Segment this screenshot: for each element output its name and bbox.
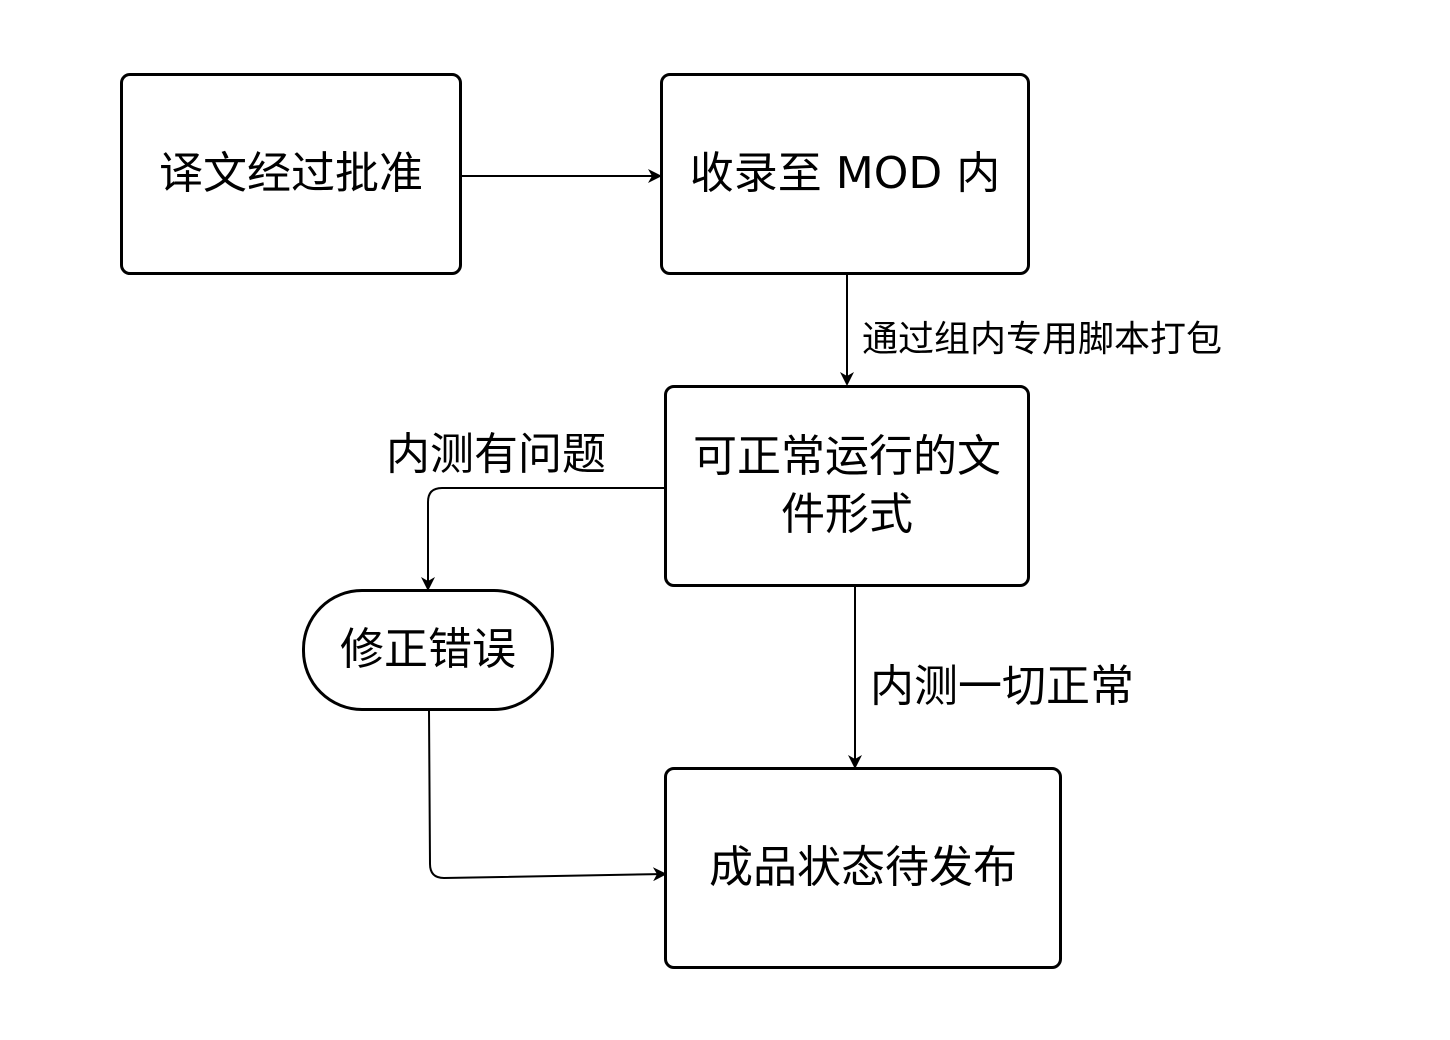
edge-label-test-issue: 内测有问题: [386, 429, 606, 480]
node-translation-approved: 译文经过批准: [120, 73, 462, 275]
node-included-in-mod: 收录至 MOD 内: [660, 73, 1030, 275]
edge-runnable-to-fix: [421, 487, 665, 591]
node-pending-release: 成品状态待发布: [664, 767, 1062, 969]
edge-label-pack-script: 通过组内专用脚本打包: [862, 319, 1223, 360]
node-runnable-file-format: 可正常运行的文件形式: [664, 385, 1030, 587]
edge-fix-to-pending: [428, 710, 667, 882]
node-fix-errors: 修正错误: [302, 589, 554, 711]
edge-label-test-ok: 内测一切正常: [870, 661, 1134, 712]
